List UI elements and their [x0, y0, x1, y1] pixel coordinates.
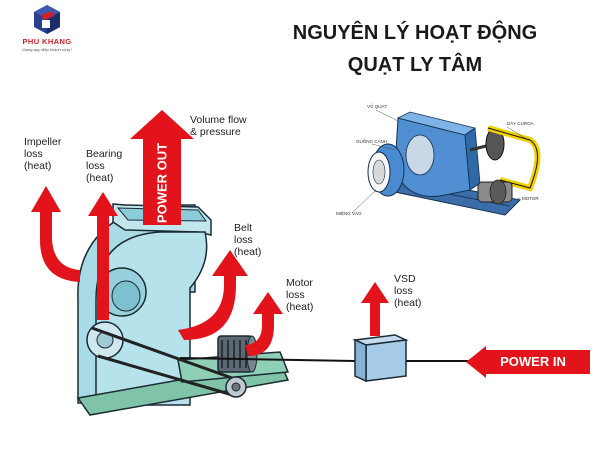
fan-part-housing-label: VỎ QUẠT — [367, 104, 388, 109]
power-line — [179, 357, 468, 362]
bearing-loss-arrow — [88, 192, 118, 320]
power-out-label: POWER OUT — [154, 142, 170, 224]
fan-part-impeller-label: GUỒNG CÁNH — [356, 139, 388, 144]
fan-part-motor-label: MOTOR — [522, 196, 539, 201]
power-out-arrow — [130, 110, 194, 225]
brand-name: PHU KHANG — [22, 37, 72, 46]
motor-loss-label: Motor loss (heat) — [286, 277, 314, 313]
vsd-loss-label: VSD loss (heat) — [394, 273, 422, 309]
belt-loss-arrow — [178, 250, 248, 340]
volume-flow-label: Volume flow & pressure — [190, 114, 247, 138]
brand-logo: PHU KHANG Giang quy điệp khánh rộng ! — [6, 4, 86, 54]
bearing-loss-label: Bearing loss (heat) — [86, 148, 123, 184]
brand-slogan: Giang quy điệp khánh rộng ! — [21, 47, 73, 52]
page-title-line-2: QUẠT LY TÂM — [347, 54, 483, 76]
motor-loss-arrow — [245, 292, 283, 356]
impeller-loss-label: Impeller loss (heat) — [24, 136, 62, 172]
power-in-label: POWER IN — [500, 354, 566, 369]
belt-loss-label: Belt loss (heat) — [234, 222, 262, 258]
fan-part-inlet-label: MIỆNG VÀO — [336, 211, 362, 216]
page-title-line-1: NGUYÊN LÝ HOẠT ĐỘNG — [292, 22, 538, 44]
vsd-loss-arrow — [361, 282, 389, 336]
fan-3d-illustration — [351, 109, 541, 216]
fan-part-belt-label: DÂY CUROA — [507, 121, 534, 126]
brand-cube-icon — [34, 5, 60, 34]
fan-schematic — [76, 203, 290, 416]
impeller-loss-arrow — [31, 186, 80, 282]
power-in-arrow — [466, 346, 590, 378]
vsd-box — [352, 334, 409, 383]
